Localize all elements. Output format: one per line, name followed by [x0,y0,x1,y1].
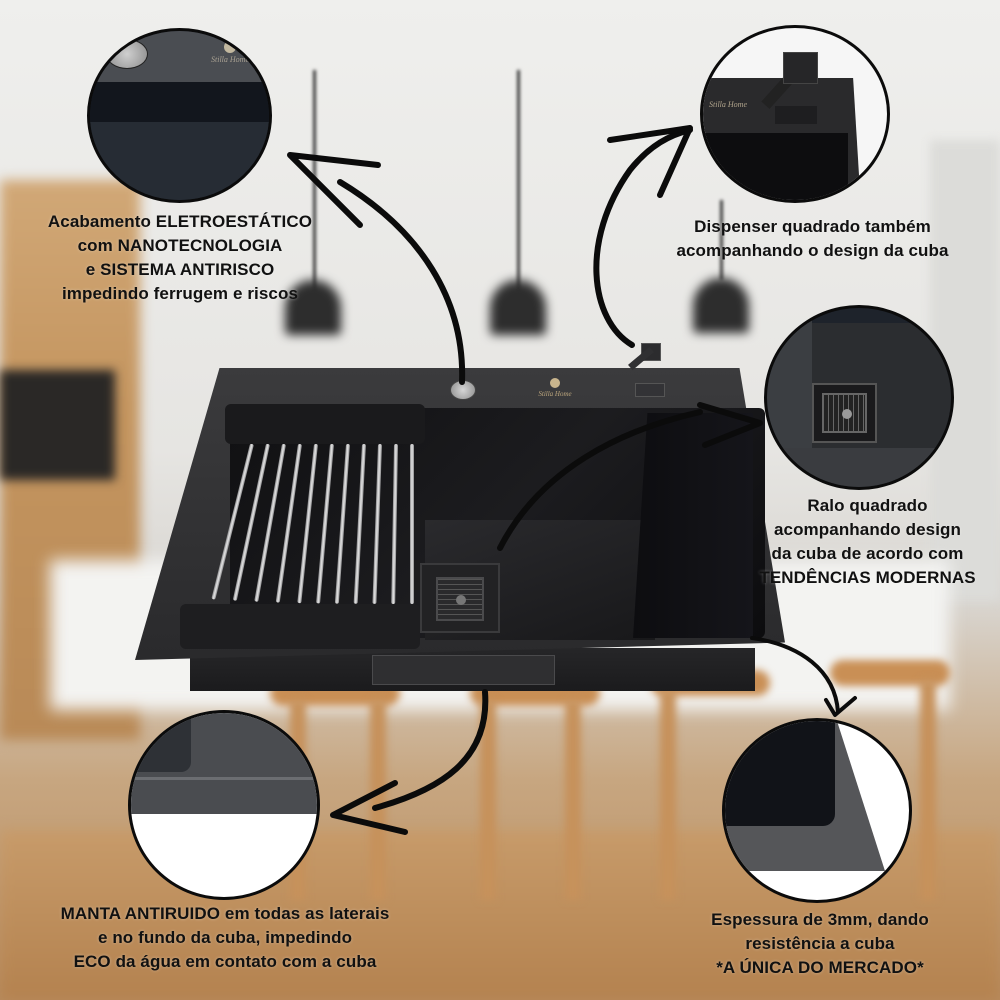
detail-circle-anti-noise [128,710,320,900]
caption-finish: Acabamento ELETROESTÁTICO com NANOTECNOL… [10,210,350,306]
basket-rail-bottom [180,604,420,649]
detail-circle-drain [764,305,954,490]
drain-center-icon [842,409,852,419]
stool-leg [480,700,496,900]
caption-line: Espessura de 3mm, dando [711,910,929,929]
square-drain [420,563,500,633]
caption-line: acompanhando o design da cuba [676,241,949,260]
caption-line: e no fundo da cuba, impedindo [97,928,353,947]
brand-logo: Stilla Home [535,378,575,402]
detail-basin-corner [725,721,835,826]
detail-basin [703,133,848,200]
drain-button-icon [450,380,476,400]
basket-rod [316,443,334,604]
pendant-lamp [490,280,546,335]
detail-edge-line [131,777,317,781]
square-drain-icon [812,383,877,443]
basket-rod [297,443,318,604]
caption-thickness: Espessura de 3mm, dando resistência a cu… [660,908,980,980]
brand-logo-detail: Stilla Home [205,41,255,64]
drain-center [456,595,466,605]
caption-line: ECO da água em contato com a cuba [73,952,377,971]
dish-rack-basket [180,404,430,649]
detail-edge [90,81,269,123]
kitchen-sink: Stilla Home [135,343,785,691]
caption-dispenser: Dispenser quadrado também acompanhando o… [640,215,985,263]
stool-leg [660,690,676,900]
pendant-lamp [693,278,749,333]
stool-leg [370,700,386,900]
caption-line: acompanhando design [773,520,962,539]
caption-line: MANTA ANTIRUIDO em todas as laterais [60,904,390,923]
caption-anti-noise: MANTA ANTIRUIDO em todas as laterais e n… [10,902,440,974]
pendant-cord [517,70,520,295]
caption-line: resistência a cuba [745,934,895,953]
caption-line: impedindo ferrugem e riscos [61,284,299,303]
detail-ledge [767,448,951,487]
basket-rod [353,443,366,604]
basket-rod [334,443,350,604]
caption-line: Acabamento ELETROESTÁTICO [47,212,313,231]
caption-line: da cuba de acordo com [771,544,964,563]
basket-rod [232,443,270,601]
drain-grate-icon [822,393,867,433]
basket-rod [410,444,414,604]
dispenser-base-icon [775,106,817,124]
detail-wall [90,122,269,200]
basket-rod [211,443,254,600]
detail-circle-dispenser: Stilla Home [700,25,890,203]
basket-rod [372,443,382,604]
caption-line: com NANOTECNOLOGIA [77,236,283,255]
stool-leg [920,680,936,900]
caption-line: e SISTEMA ANTIRISCO [85,260,275,279]
dispenser-base [635,383,665,397]
caption-line: Ralo quadrado [807,496,928,515]
detail-circle-thickness [722,718,912,903]
caption-drain: Ralo quadrado acompanhando design da cub… [735,494,1000,590]
detail-circle-finish: Stilla Home [87,28,272,203]
pendant-cord [720,200,723,280]
detail-basket-corner [131,713,191,772]
caption-line: *A ÚNICA DO MERCADO* [716,958,924,977]
oven [0,370,115,480]
pendant-lamp [285,280,341,335]
chrome-button-icon [106,39,148,69]
soap-dispenser [625,343,665,403]
caption-line: Dispenser quadrado também [694,217,931,236]
dispenser-head-icon [783,52,818,84]
brand-name: Stilla Home [538,390,572,398]
brand-logo-detail: Stilla Home [709,100,747,109]
basket-rail-top [225,404,425,444]
sink-front-plate [372,655,555,685]
caption-line: TENDÊNCIAS MODERNAS [759,568,976,587]
basket-rod [391,443,398,605]
stool-leg [565,700,581,900]
